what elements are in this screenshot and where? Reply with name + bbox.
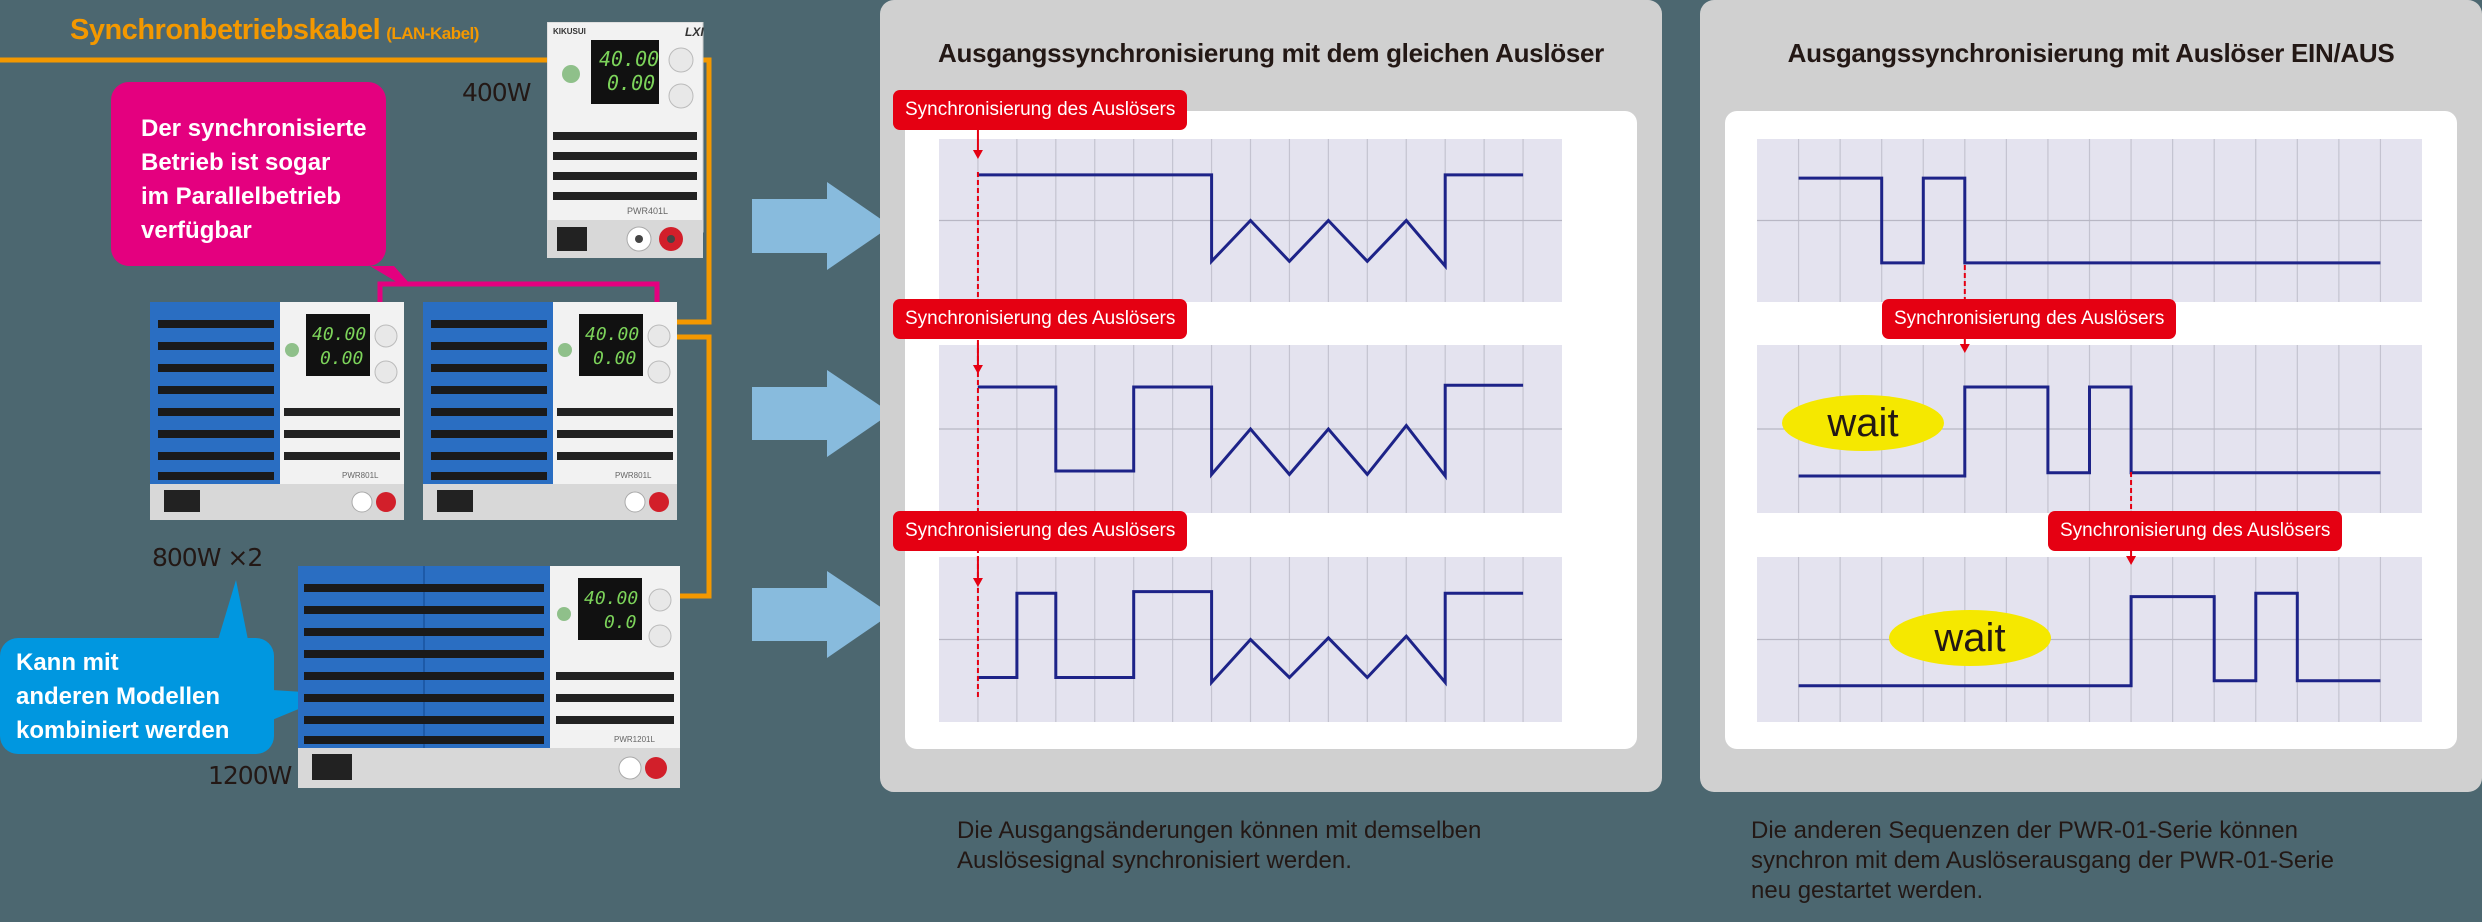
cable-diagram [0,57,880,720]
parallel-cable [377,281,660,302]
watt-label-800w: 800W ×2 [152,543,263,572]
svg-text:40.00: 40.00 [599,47,659,71]
trigger-label-mid-3: Synchronisierung des Auslösers [893,511,1188,551]
power-supply-1200w: 40.00 0.0 PWR1201L [298,566,680,788]
trigger-label-right-2: Synchronisierung des Auslösers [2048,511,2343,551]
svg-text:PWR401L: PWR401L [627,206,668,216]
svg-text:40.00: 40.00 [585,324,639,345]
cable-subtitle: (LAN-Kabel) [386,24,479,43]
svg-text:40.00: 40.00 [312,324,366,345]
waveform-chart-trigger-on-off [1757,139,2422,722]
watt-label-400w: 400W [462,78,531,107]
wait-badge-2: wait [1889,610,2051,666]
svg-text:0.00: 0.00 [320,348,363,369]
svg-text:0.0: 0.0 [604,612,637,633]
power-supply-800w-a: 40.00 0.00 PWR801L [150,302,404,520]
svg-text:0.00: 0.00 [607,71,655,95]
caption-trigger-on-off: Die anderen Sequenzen der PWR-01-Serie k… [1751,817,2334,904]
panel-title-trigger-on-off: Ausgangssynchronisierung mit Auslöser EI… [1787,38,2395,68]
brand-label: KIKUSUI [553,27,586,36]
trigger-label-mid-2: Synchronisierung des Auslösers [893,299,1188,339]
cable-title: Synchronbetriebskabel(LAN-Kabel) [70,14,479,46]
panel-title-same-trigger: Ausgangssynchronisierung mit dem gleiche… [938,38,1604,68]
svg-text:PWR801L: PWR801L [615,471,652,480]
lan-cable-2 [676,334,712,599]
callout-parallel-operation: Der synchronisierte Betrieb ist sogar im… [111,82,386,266]
power-supply-800w-b: 40.00 0.00 PWR801L [423,302,677,520]
blue-callout-pointer-up [218,580,248,640]
caption-same-trigger: Die Ausgangsänderungen können mit demsel… [957,817,1482,874]
callout-combine-models: Kann mit anderen Modellen kombiniert wer… [0,638,274,754]
waveform-chart-same-trigger [939,128,1562,722]
svg-text:0.00: 0.00 [593,348,636,369]
svg-text:PWR1201L: PWR1201L [614,735,655,744]
trigger-label-mid-1: Synchronisierung des Auslösers [893,90,1188,130]
svg-text:40.00: 40.00 [584,588,638,609]
wait-badge-1: wait [1782,395,1944,451]
pink-callout-pointer [370,266,410,284]
lan-cable-1 [676,57,712,325]
watt-label-1200w: 1200W [208,761,292,790]
svg-text:PWR801L: PWR801L [342,471,379,480]
svg-text:LXI: LXI [685,25,704,39]
trigger-label-right-1: Synchronisierung des Auslösers [1882,299,2177,339]
power-supply-400w: KIKUSUI LXI 40.00 0.00 PWR401L [547,22,704,258]
arrows [752,182,880,658]
